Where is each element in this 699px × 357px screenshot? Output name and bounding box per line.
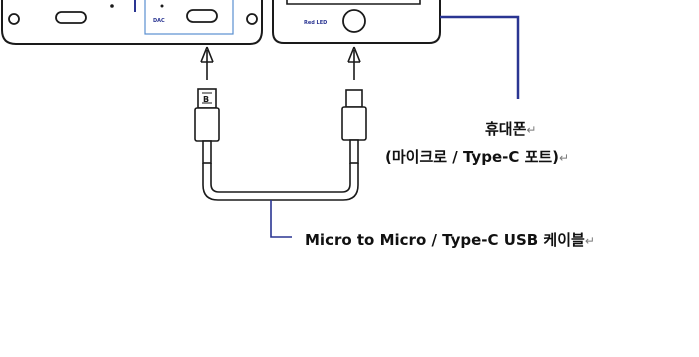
usb-port-icon <box>55 11 87 24</box>
return-mark-icon: ↵ <box>559 151 570 165</box>
arrow-up-icon <box>347 46 361 63</box>
dac-label: DAC <box>153 18 165 24</box>
cable-callout-line <box>270 200 292 238</box>
left-device: DAC <box>1 0 263 45</box>
plug-label: B <box>203 95 209 104</box>
right-device: Red LED <box>272 0 441 44</box>
left-cable: B <box>194 46 220 164</box>
phone-callout-subtitle: (마이크로 / Type-C 포트)↵ <box>385 146 569 167</box>
led-indicator <box>160 4 164 8</box>
phone-callout-line1: 휴대폰 <box>485 120 527 138</box>
dac-panel <box>144 0 234 35</box>
button-label: Red LED <box>304 20 327 26</box>
cable-callout-text: Micro to Micro / Type-C USB 케이블 <box>305 231 585 249</box>
phone-callout-line2: (마이크로 / Type-C 포트) <box>385 148 560 166</box>
cable-callout-label: Micro to Micro / Type-C USB 케이블↵ <box>305 229 595 250</box>
screw-icon <box>8 13 20 25</box>
power-button-icon <box>342 9 366 33</box>
phone-callout-line <box>440 15 520 99</box>
cable-wire <box>210 163 351 193</box>
phone-callout-title: 휴대폰↵ <box>485 118 536 139</box>
led-indicator <box>110 4 114 8</box>
return-mark-icon: ↵ <box>584 234 595 248</box>
arrow-up-icon <box>200 46 214 63</box>
cable-wire <box>202 163 359 201</box>
return-mark-icon: ↵ <box>526 123 537 137</box>
right-cable <box>341 46 367 164</box>
screw-icon <box>246 13 258 25</box>
usb-port-icon <box>186 9 218 23</box>
